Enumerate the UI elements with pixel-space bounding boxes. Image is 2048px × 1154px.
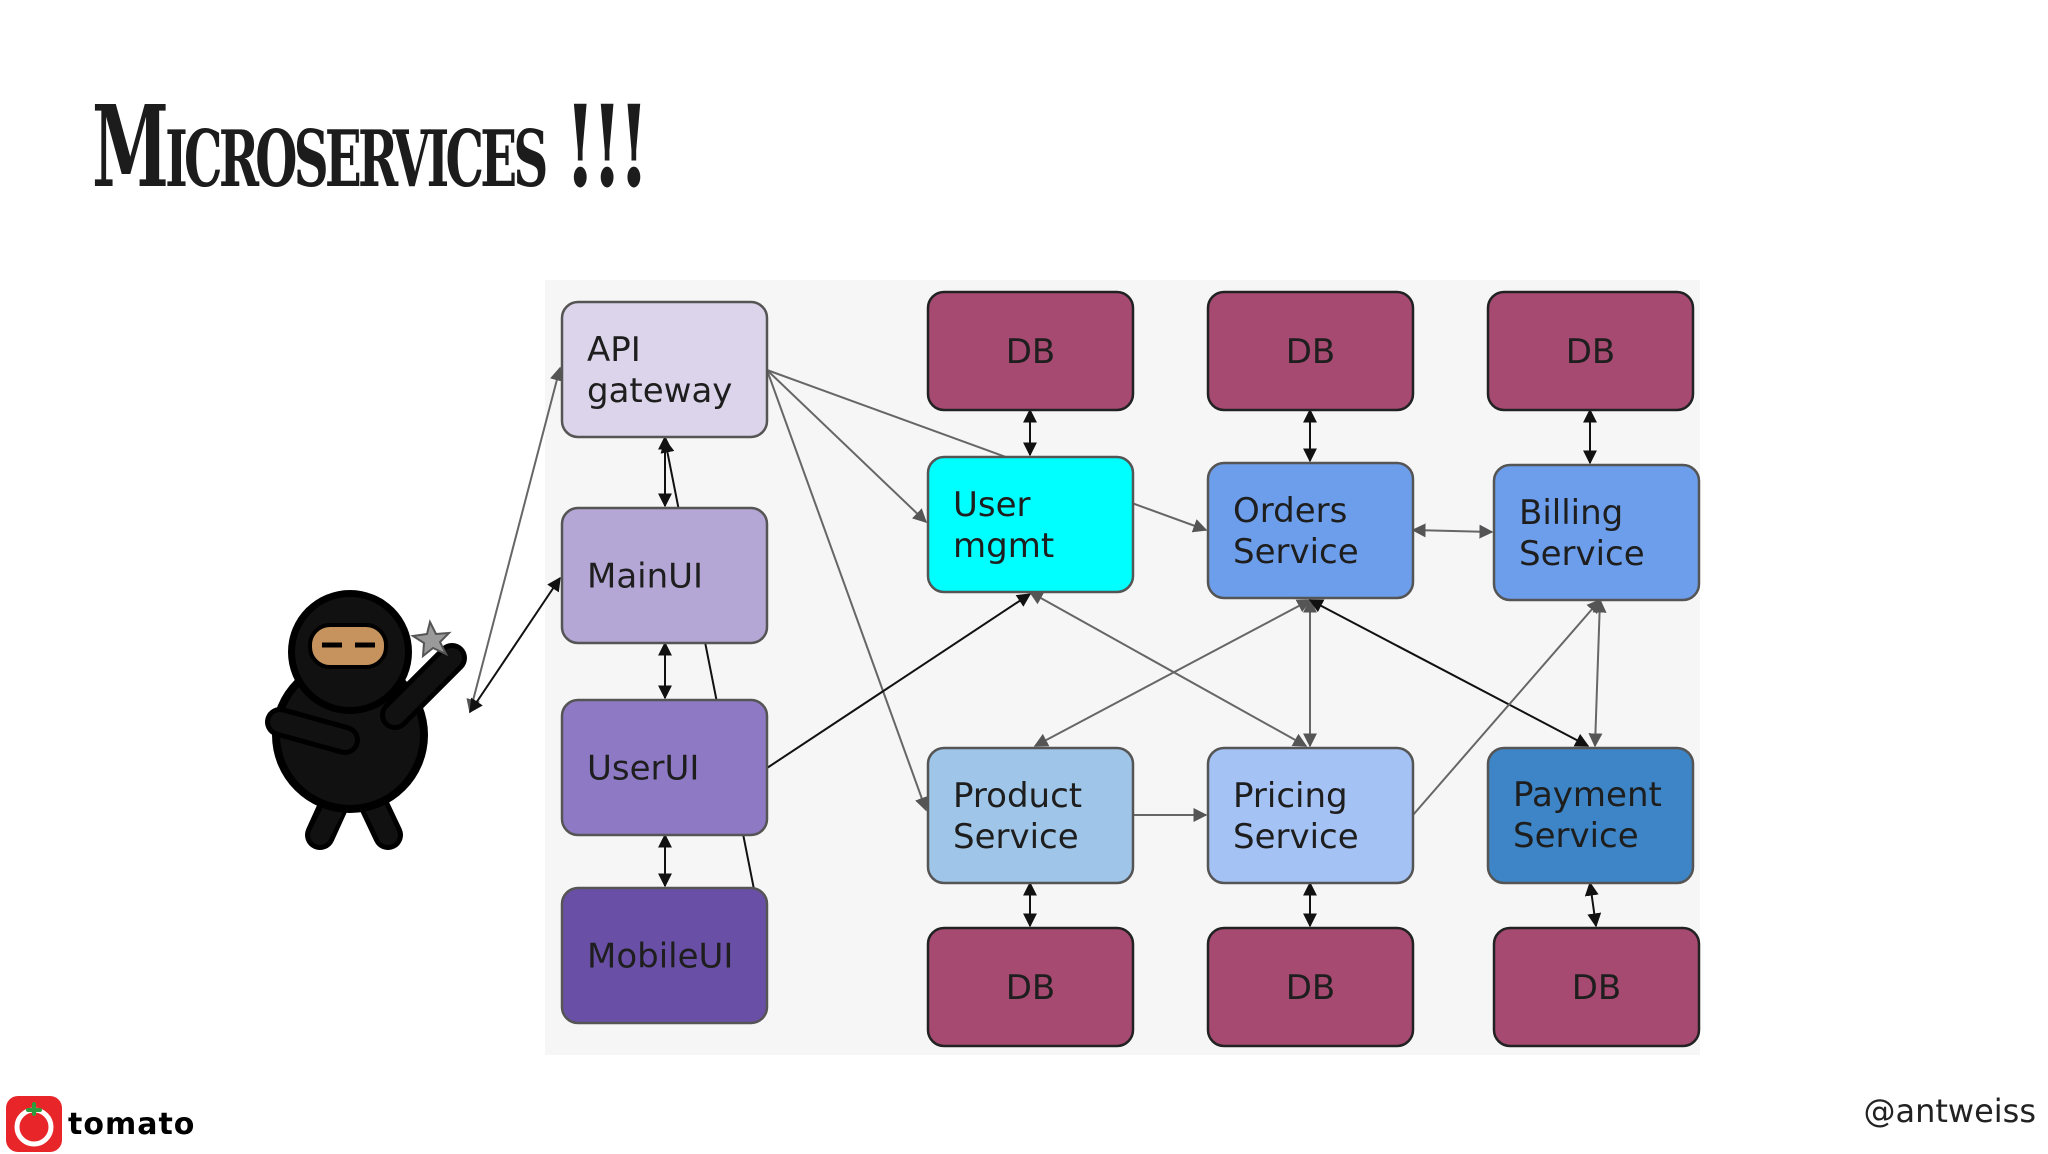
node-label: MobileUI [587,937,733,977]
slide-title: Microservices !!! [92,82,649,213]
diagram-edge [1411,523,1494,539]
diagram-edge [469,576,561,714]
node-main[interactable]: MainUI [560,506,769,645]
node-db-orders[interactable]: DB [1206,290,1415,412]
node-box [926,290,1135,412]
node-db-user[interactable]: DB [926,290,1135,412]
node-label: UserUI [587,749,699,789]
diagram-edge [766,369,928,523]
node-label: MainUI [587,557,703,597]
node-box [1206,290,1415,412]
node-db-payment[interactable]: DB [1492,926,1701,1048]
node-box [926,926,1135,1048]
node-label: Pricing [1233,776,1348,816]
node-userui[interactable]: UserUI [560,698,769,837]
node-box [560,698,769,837]
node-box [560,506,769,645]
node-label: Service [953,817,1079,857]
shuriken-icon [410,619,452,659]
diagram-edge [1412,598,1601,816]
diagram-edge [766,593,1032,769]
node-box [1206,461,1415,600]
node-label: API [587,330,641,370]
logo-text: tomato [68,1106,196,1142]
node-db-product[interactable]: DB [926,926,1135,1048]
node-label: gateway [587,371,732,411]
node-box [1486,290,1695,412]
node-box [560,300,769,439]
node-label: DB [1286,968,1336,1008]
diagram-edge [1033,599,1312,747]
node-label: Service [1519,534,1645,574]
diagram-edge [766,369,929,812]
tomato-logo-icon [6,1096,62,1152]
node-label: DB [1566,332,1616,372]
node-box [1206,746,1415,885]
tomato-logo: tomato [4,1094,195,1154]
node-label: DB [1572,968,1622,1008]
node-label: Service [1233,532,1359,572]
diagram-edge [1588,598,1607,748]
node-box [1486,746,1695,885]
node-label: DB [1286,332,1336,372]
node-db-pricing[interactable]: DB [1206,926,1415,1048]
node-db-billing[interactable]: DB [1486,290,1695,412]
node-label: Payment [1513,775,1662,815]
node-label: Service [1233,817,1359,857]
node-label: Product [953,776,1082,816]
node-mobile[interactable]: MobileUI [560,886,769,1025]
diagram-edge [1584,881,1602,928]
node-box [1492,463,1701,602]
node-box [926,455,1135,594]
node-box [1492,926,1701,1048]
diagram-edge [1308,599,1590,747]
node-label: DB [1006,332,1056,372]
node-label: Billing [1519,493,1623,533]
author-handle: @antweiss [1863,1092,2036,1130]
node-label: User [953,485,1031,525]
node-box [1206,926,1415,1048]
node-box [926,746,1135,885]
ninja-icon [265,590,467,850]
node-label: DB [1006,968,1056,1008]
node-box [560,886,769,1025]
node-label: Service [1513,816,1639,856]
node-label: mgmt [953,526,1054,566]
node-label: Orders [1233,491,1347,531]
